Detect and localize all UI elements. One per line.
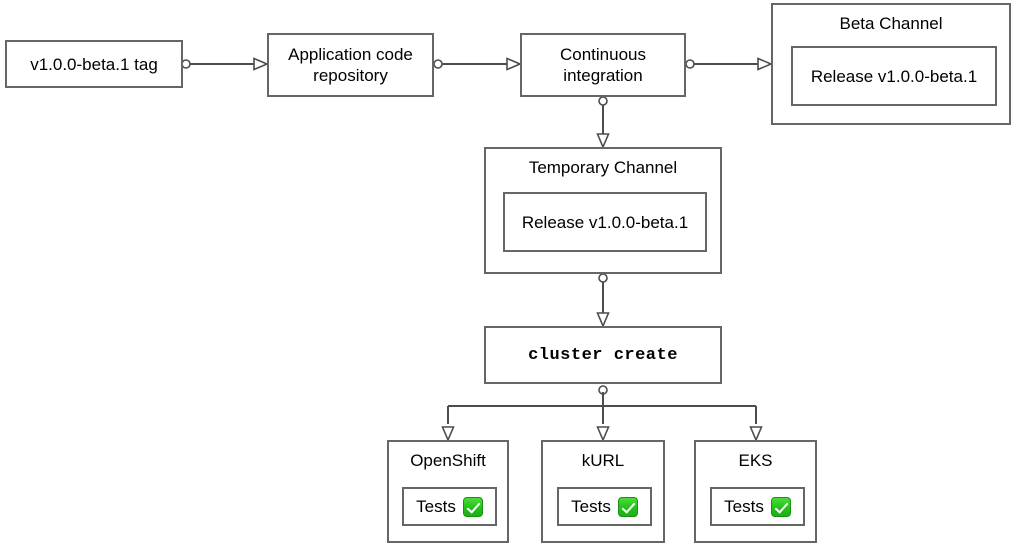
green-check-icon	[617, 496, 638, 517]
node-temporary-channel[interactable]: Temporary Channel Release v1.0.0-beta.1	[484, 147, 722, 274]
edge-cluster-create-branch	[441, 385, 763, 443]
green-check-icon	[462, 496, 483, 517]
node-continuous-integration[interactable]: Continuous integration	[520, 33, 686, 97]
node-temporary-channel-release-label: Release v1.0.0-beta.1	[521, 212, 689, 232]
green-check-icon	[770, 496, 791, 517]
edge-ci-to-temporary-channel	[596, 96, 610, 150]
node-kurl-tests-label: Tests	[571, 497, 611, 516]
node-kurl[interactable]: kURL Tests	[541, 440, 665, 543]
edge-ci-to-beta-channel	[685, 57, 774, 71]
node-beta-channel-release-label: Release v1.0.0-beta.1	[810, 66, 978, 86]
edge-repository-to-ci	[433, 57, 523, 71]
node-beta-channel-title: Beta Channel	[839, 14, 943, 33]
edge-temporary-channel-to-cluster-create	[596, 273, 610, 329]
node-temporary-channel-title: Temporary Channel	[528, 158, 678, 177]
edge-tag-to-repository	[181, 57, 270, 71]
node-cluster-create-label: cluster create	[528, 345, 678, 365]
node-beta-channel-release[interactable]: Release v1.0.0-beta.1	[791, 46, 997, 106]
node-openshift-tests[interactable]: Tests	[402, 487, 497, 526]
node-beta-channel[interactable]: Beta Channel Release v1.0.0-beta.1	[771, 3, 1011, 125]
node-openshift-title: OpenShift	[410, 451, 486, 470]
node-version-tag[interactable]: v1.0.0-beta.1 tag	[5, 40, 183, 88]
node-eks[interactable]: EKS Tests	[694, 440, 817, 543]
node-eks-tests[interactable]: Tests	[710, 487, 805, 526]
node-kurl-tests[interactable]: Tests	[557, 487, 652, 526]
node-openshift[interactable]: OpenShift Tests	[387, 440, 509, 543]
node-application-code-repository[interactable]: Application code repository	[267, 33, 434, 97]
node-eks-title: EKS	[738, 451, 773, 470]
node-openshift-tests-label: Tests	[416, 497, 456, 516]
node-application-code-repository-label: Application code repository	[288, 45, 413, 85]
node-continuous-integration-label: Continuous integration	[559, 45, 646, 85]
node-kurl-title: kURL	[581, 451, 625, 470]
node-cluster-create[interactable]: cluster create	[484, 326, 722, 384]
node-eks-tests-label: Tests	[724, 497, 764, 516]
node-temporary-channel-release[interactable]: Release v1.0.0-beta.1	[503, 192, 707, 252]
node-version-tag-label: v1.0.0-beta.1 tag	[30, 54, 158, 74]
